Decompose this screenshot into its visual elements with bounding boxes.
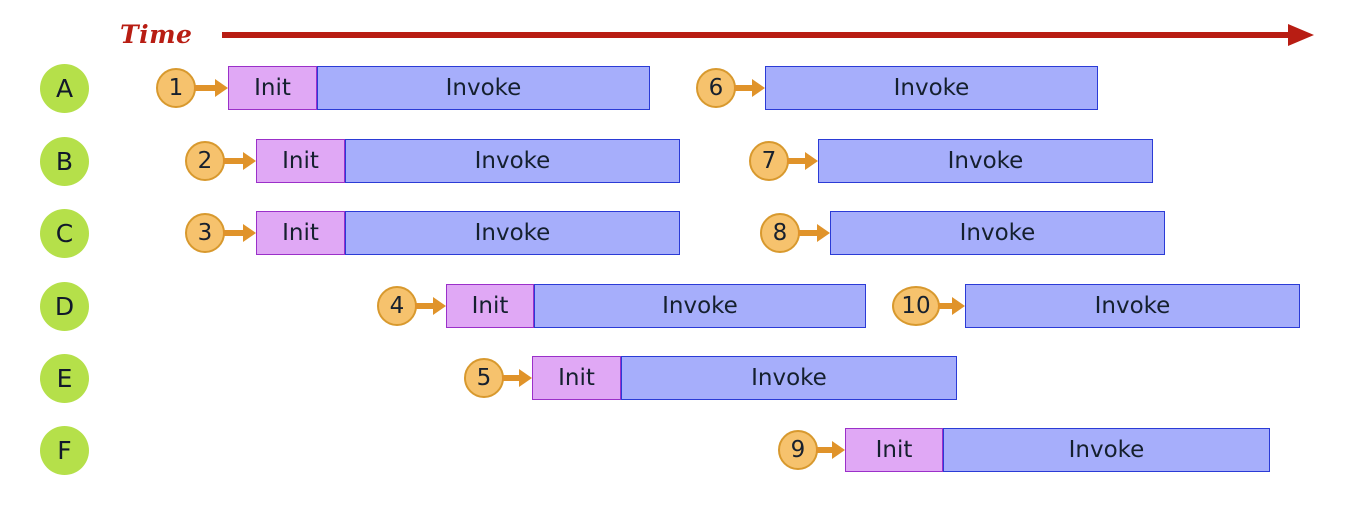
request-marker-7[interactable]: 7 bbox=[749, 141, 789, 181]
invoke-bar-5[interactable]: Invoke bbox=[621, 356, 957, 400]
init-bar-2[interactable]: Init bbox=[256, 139, 345, 183]
lane-label-f: F bbox=[40, 425, 89, 475]
marker-arrow-icon-1 bbox=[194, 79, 228, 97]
marker-arrow-icon-8 bbox=[798, 224, 830, 242]
invoke-bar-8[interactable]: Invoke bbox=[830, 211, 1165, 255]
marker-arrow-icon-7 bbox=[787, 152, 818, 170]
invoke-bar-1[interactable]: Invoke bbox=[317, 66, 650, 110]
init-bar-9[interactable]: Init bbox=[845, 428, 943, 472]
init-bar-5[interactable]: Init bbox=[532, 356, 621, 400]
time-axis-arrow-icon bbox=[222, 24, 1314, 46]
init-bar-1[interactable]: Init bbox=[228, 66, 317, 110]
invoke-bar-2[interactable]: Invoke bbox=[345, 139, 680, 183]
request-marker-6[interactable]: 6 bbox=[696, 68, 736, 108]
lane-label-e: E bbox=[40, 353, 89, 403]
request-marker-10[interactable]: 10 bbox=[892, 286, 940, 326]
invoke-bar-10[interactable]: Invoke bbox=[965, 284, 1300, 328]
lane-label-b: B bbox=[40, 136, 89, 186]
invoke-bar-9[interactable]: Invoke bbox=[943, 428, 1270, 472]
lane-label-c: C bbox=[40, 208, 89, 258]
invoke-bar-6[interactable]: Invoke bbox=[765, 66, 1098, 110]
request-marker-4[interactable]: 4 bbox=[377, 286, 417, 326]
request-marker-1[interactable]: 1 bbox=[156, 68, 196, 108]
marker-arrow-icon-2 bbox=[223, 152, 256, 170]
init-bar-3[interactable]: Init bbox=[256, 211, 345, 255]
lane-label-d: D bbox=[40, 281, 89, 331]
request-marker-5[interactable]: 5 bbox=[464, 358, 504, 398]
lane-label-a: A bbox=[40, 63, 89, 113]
request-marker-2[interactable]: 2 bbox=[185, 141, 225, 181]
invoke-bar-4[interactable]: Invoke bbox=[534, 284, 866, 328]
invoke-bar-3[interactable]: Invoke bbox=[345, 211, 680, 255]
init-bar-4[interactable]: Init bbox=[446, 284, 534, 328]
time-axis-label: Time bbox=[120, 20, 193, 49]
request-marker-9[interactable]: 9 bbox=[778, 430, 818, 470]
request-marker-8[interactable]: 8 bbox=[760, 213, 800, 253]
invoke-bar-7[interactable]: Invoke bbox=[818, 139, 1153, 183]
marker-arrow-icon-6 bbox=[734, 79, 765, 97]
marker-arrow-icon-3 bbox=[223, 224, 256, 242]
marker-arrow-icon-5 bbox=[502, 369, 532, 387]
request-marker-3[interactable]: 3 bbox=[185, 213, 225, 253]
marker-arrow-icon-4 bbox=[415, 297, 446, 315]
marker-arrow-icon-9 bbox=[816, 441, 845, 459]
marker-arrow-icon-10 bbox=[938, 297, 965, 315]
